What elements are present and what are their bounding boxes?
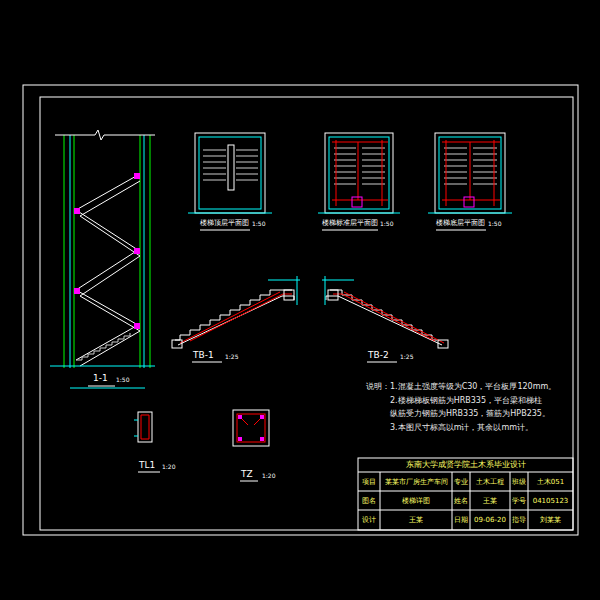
title-block-cell: 日期 xyxy=(454,517,468,524)
drawing-caption: 楼梯标准层平面图 xyxy=(322,220,378,227)
title-block-cell: 王某 xyxy=(483,497,497,504)
drawing-caption: 1:20 xyxy=(262,473,275,479)
title-block-cell: 土木051 xyxy=(537,478,564,485)
title-block-cell: 刘某某 xyxy=(540,517,561,524)
title-block-cell: 学号 xyxy=(512,497,526,504)
drawing-caption: 1:50 xyxy=(252,221,265,227)
drawing-caption: 1:50 xyxy=(116,377,129,383)
drawing-caption: 楼梯底层平面图 xyxy=(436,220,485,227)
drawing-caption: 楼梯顶层平面图 xyxy=(200,220,249,227)
drawing-caption: TB-1 xyxy=(193,351,214,360)
title-block-heading: 东南大学成贤学院土木系毕业设计 xyxy=(406,461,526,469)
title-block-cell: 王某 xyxy=(409,517,423,524)
drawing-caption: 1-1 xyxy=(93,374,108,383)
drawing-caption: 1:20 xyxy=(162,464,175,470)
design-note: 2.楼梯梯板钢筋为HRB335，平台梁和梯柱 xyxy=(390,397,542,405)
drawing-caption: TB-2 xyxy=(368,351,389,360)
title-block-cell: 09-06-20 xyxy=(474,517,506,524)
drawing-caption: TL1 xyxy=(139,461,155,470)
title-block-cell: 图名 xyxy=(362,497,376,504)
drawing-caption: 1:50 xyxy=(488,221,501,227)
title-block-cell: 班级 xyxy=(512,478,526,485)
design-note: 3.本图尺寸标高以m计，其余以mm计。 xyxy=(390,424,533,432)
title-block-cell: 土木工程 xyxy=(476,478,504,485)
title-block-cell: 项目 xyxy=(362,478,376,485)
design-note: 纵筋受力钢筋为HRB335，箍筋为HPB235。 xyxy=(390,410,550,418)
title-block-cell: 楼梯详图 xyxy=(402,497,430,504)
drawing-caption: 1:50 xyxy=(380,221,393,227)
drawing-caption: 1:25 xyxy=(225,354,238,360)
design-note: 说明：1.混凝土强度等级为C30，平台板厚120mm。 xyxy=(366,383,556,391)
title-block-cell: 指导 xyxy=(512,517,526,524)
title-block-cell: 设计 xyxy=(362,517,376,524)
title-block-cell: 某某市厂房生产车间 xyxy=(385,478,448,485)
drawing-caption: TZ xyxy=(241,470,253,479)
title-block-cell: 04105123 xyxy=(533,497,569,504)
drawing-caption: 1:25 xyxy=(400,354,413,360)
title-block-cell: 姓名 xyxy=(454,497,468,504)
title-block-cell: 专业 xyxy=(454,478,468,485)
